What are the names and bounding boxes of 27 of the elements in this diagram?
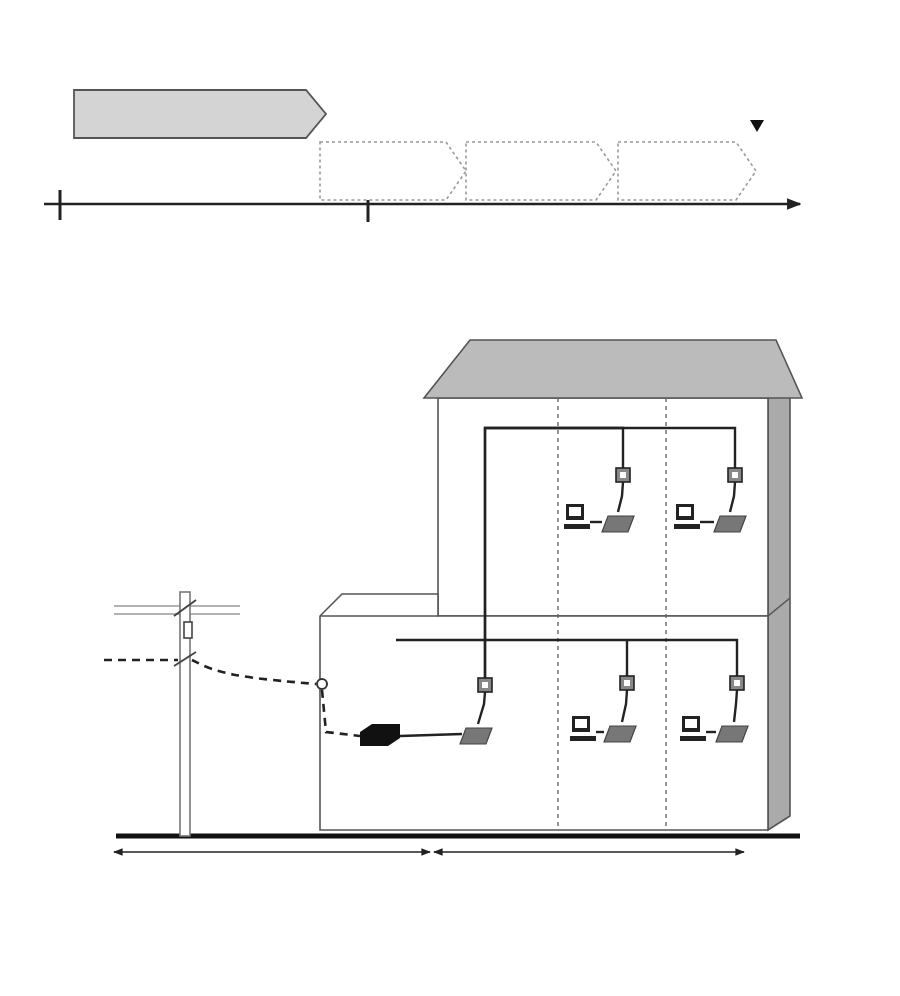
cable-line: [191, 658, 317, 686]
wall-outlet-icon: [615, 467, 631, 483]
wiring-line: [590, 520, 602, 524]
wiring-line: [732, 689, 739, 723]
wiring-line: [476, 691, 487, 725]
wiring-line: [620, 689, 629, 723]
entry-point: [316, 678, 328, 690]
wiring-line: [596, 730, 604, 734]
cable-line: [320, 689, 361, 738]
network-device: [360, 724, 400, 746]
wiring-line: [700, 520, 714, 524]
wiring-line: [706, 730, 716, 734]
wiring-line: [399, 732, 463, 738]
computer-icon: [564, 504, 590, 529]
wiring-line: [728, 481, 737, 513]
wall-outlet-icon: [727, 467, 743, 483]
cable-line: [104, 658, 178, 662]
computer-icon: [570, 716, 596, 741]
computer-icon: [680, 716, 706, 741]
wall-outlet-icon: [729, 675, 745, 691]
wall-outlet-icon: [477, 677, 493, 693]
wiring-line: [483, 426, 737, 678]
utility-pole: [173, 591, 197, 837]
wiring-line: [625, 638, 739, 676]
computer-icon: [674, 504, 700, 529]
wall-outlet-icon: [619, 675, 635, 691]
wiring-line: [616, 481, 625, 513]
